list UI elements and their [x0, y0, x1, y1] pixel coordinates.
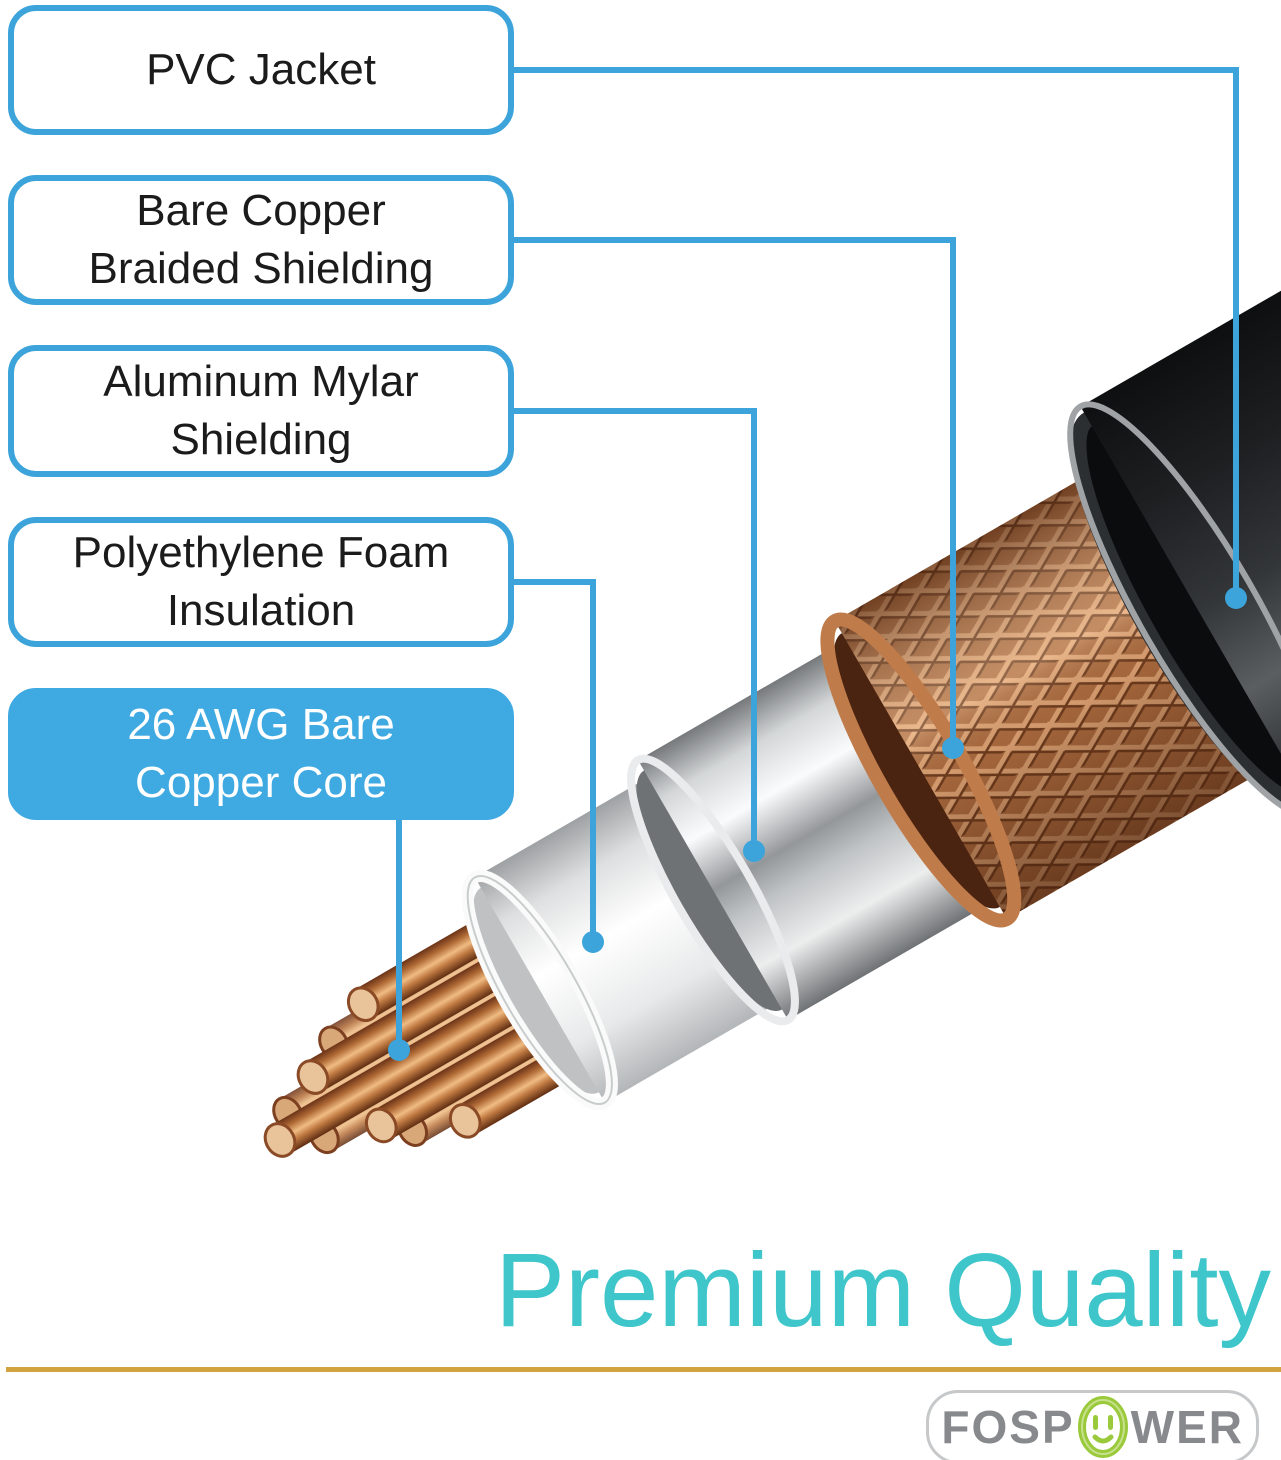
- callout-pvc-jacket: PVC Jacket: [8, 5, 514, 135]
- callout-label: Shielding: [170, 415, 352, 464]
- leader-dot-mylar: [743, 840, 765, 862]
- jacket-tube: [1067, 0, 1281, 819]
- leader-dot-insulation: [582, 931, 604, 953]
- leader-copper-braid: [514, 237, 956, 740]
- callout-label: Bare Copper: [136, 185, 386, 235]
- callout-label: 26 AWG Bare: [127, 699, 395, 749]
- leader-pvc-jacket: [514, 67, 1239, 590]
- power-outlet-icon: [1077, 1396, 1128, 1458]
- callout-label: Insulation: [166, 586, 356, 635]
- callout-label: Aluminum Mylar: [103, 356, 419, 406]
- callout-insulation: Polyethylene Foam Insulation: [8, 517, 514, 647]
- fospower-logo: FOSP WER: [926, 1390, 1259, 1460]
- logo-text-right: WER: [1130, 1401, 1244, 1453]
- leader-dot-pvc-jacket: [1225, 587, 1247, 609]
- gold-divider: [6, 1367, 1281, 1372]
- leader-insulation: [514, 579, 596, 934]
- callout-mylar: Aluminum Mylar Shielding: [8, 345, 514, 477]
- tagline: Premium Quality: [494, 1232, 1271, 1349]
- leader-dot-copper-core: [388, 1039, 410, 1061]
- callout-label: PVC Jacket: [146, 44, 376, 94]
- leader-mylar: [514, 408, 757, 843]
- logo-text-left: FOSP: [941, 1401, 1075, 1453]
- callout-label: Polyethylene Foam: [72, 527, 450, 577]
- callout-label: Copper Core: [135, 758, 387, 807]
- callout-label: Braided Shielding: [88, 244, 434, 293]
- leader-dot-copper-braid: [942, 737, 964, 759]
- callout-copper-core: 26 AWG Bare Copper Core: [8, 688, 514, 820]
- callout-copper-braid: Bare Copper Braided Shielding: [8, 175, 514, 305]
- cable-group: [263, 0, 1281, 1158]
